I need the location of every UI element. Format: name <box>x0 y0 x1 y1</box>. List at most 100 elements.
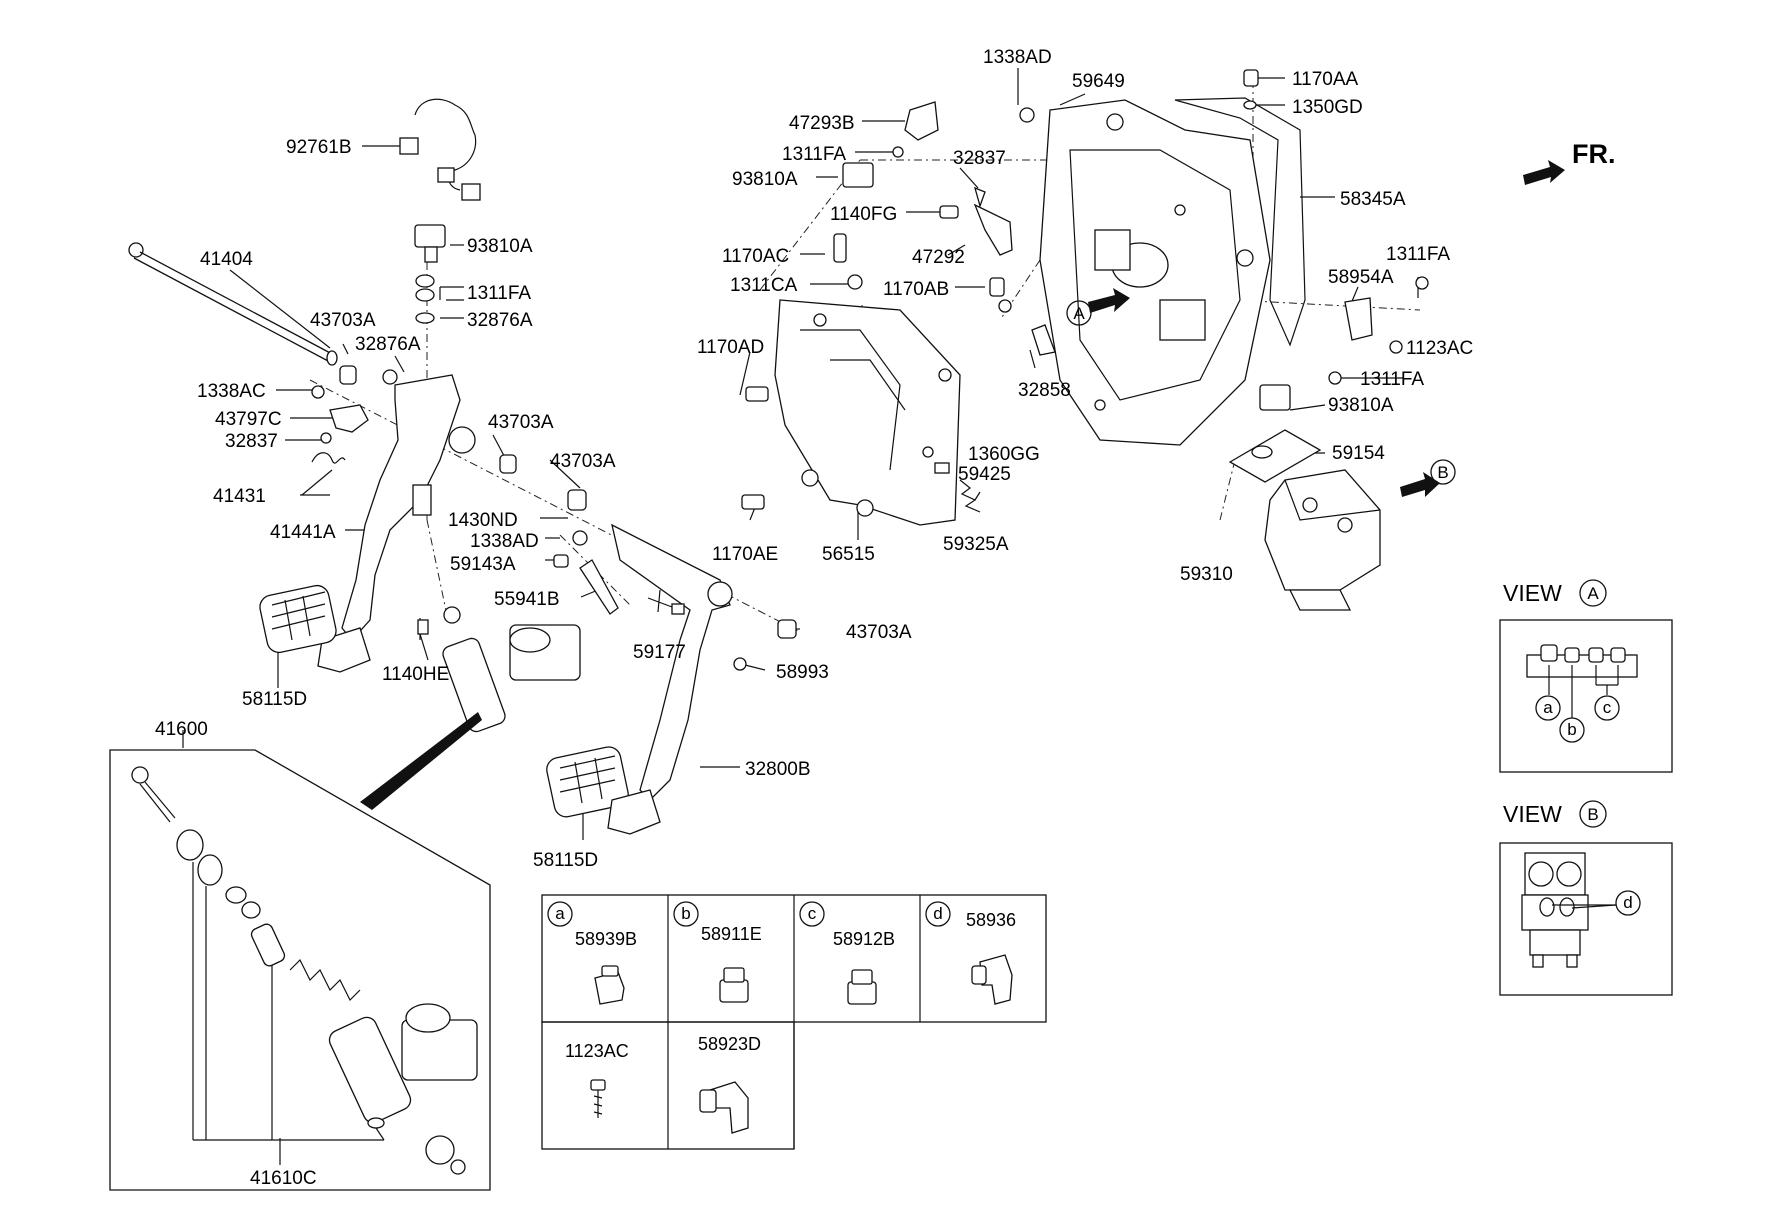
label-32858: 32858 <box>1018 380 1071 401</box>
fitting-table: a 58939B b 58911E c 58912B d 58936 <box>541 894 1047 1150</box>
view-a-arrow <box>1088 288 1130 313</box>
label-1360GG: 1360GG <box>968 444 1040 465</box>
label-1311CA: 1311CA <box>730 275 798 296</box>
label-1123AC-1: 1123AC <box>1406 338 1473 359</box>
label-1430ND: 1430ND <box>448 510 518 531</box>
bracket-47292 <box>973 203 1013 256</box>
fr-arrow <box>1523 160 1565 185</box>
cell-letter-b: b <box>681 904 690 923</box>
clip-32837-2 <box>974 186 986 209</box>
label-47293B: 47293B <box>789 113 855 134</box>
bracket-58954A <box>1344 297 1373 341</box>
switch-93810A-3 <box>1259 384 1291 411</box>
spring-59325A <box>959 479 981 513</box>
label-59310: 59310 <box>1180 564 1233 585</box>
bolt-1123AC <box>1389 340 1403 354</box>
bracket-47293B <box>904 101 939 141</box>
table-cell-58923D: 58923D <box>698 1034 761 1134</box>
table-cell-d: d 58936 <box>925 901 1016 1005</box>
label-1170AA: 1170AA <box>1292 69 1359 90</box>
clip-32837 <box>320 432 332 444</box>
label-59154: 59154 <box>1332 443 1385 464</box>
label-41610C: 41610C <box>250 1168 317 1189</box>
view-b-pointer-d: d <box>1623 893 1632 912</box>
front-direction-label: FR. <box>1572 139 1616 169</box>
view-a-pointer-a: a <box>1543 698 1553 717</box>
stopper-58993 <box>733 657 747 671</box>
label-93810A-1: 93810A <box>467 236 533 257</box>
wiring-harness-92761B <box>399 98 481 201</box>
label-93810A-3: 93810A <box>1328 395 1394 416</box>
nut-1311FA-2 <box>892 146 904 158</box>
mounting-panel-59649 <box>1039 99 1271 446</box>
stopper-59425 <box>934 462 950 474</box>
label-58954A: 58954A <box>1328 267 1394 288</box>
label-1170AC: 1170AC <box>722 246 789 267</box>
lever-55941B <box>579 559 619 615</box>
label-56515: 56515 <box>822 544 875 565</box>
table-cell-c: c 58912B <box>799 901 895 1005</box>
label-59649: 59649 <box>1072 71 1125 92</box>
view-a-title: VIEW <box>1503 580 1562 606</box>
table-cell-a: a 58939B <box>547 901 637 1005</box>
pin-32876A <box>382 369 398 385</box>
nuts-1311FA <box>415 274 435 302</box>
label-93810A-2: 93810A <box>732 169 798 190</box>
clutch-master-cylinder-small <box>417 606 581 733</box>
cell-part-1123AC: 1123AC <box>565 1041 629 1061</box>
label-59177: 59177 <box>633 642 686 663</box>
callout-b-letter: B <box>1437 463 1448 482</box>
view-a-detail: VIEW A a b c <box>1499 579 1673 773</box>
view-a-pointer-c: c <box>1603 698 1612 717</box>
cell-part-58911E: 58911E <box>701 924 762 944</box>
label-1170AD: 1170AD <box>697 337 764 358</box>
label-41600: 41600 <box>155 719 208 740</box>
label-58115D-2: 58115D <box>533 850 598 871</box>
washer-32876A <box>415 312 435 324</box>
label-59325A: 59325A <box>943 534 1009 555</box>
label-1140FG: 1140FG <box>830 204 897 225</box>
label-32876A-2: 32876A <box>355 334 421 355</box>
cell-letter-c: c <box>808 904 817 923</box>
label-41441A: 41441A <box>270 522 336 543</box>
callout-a-circle <box>1066 300 1092 326</box>
nut-1311FA-4 <box>1328 371 1342 385</box>
inset-master-cylinder-41600 <box>109 749 491 1191</box>
nut-1338AD-2 <box>1019 107 1035 123</box>
label-1311FA-4: 1311FA <box>1360 369 1424 390</box>
callout-b-circle <box>1430 459 1456 485</box>
bushing-43703A-1 <box>339 365 357 385</box>
label-1338AC: 1338AC <box>197 381 266 402</box>
label-32837-1: 32837 <box>225 431 278 452</box>
label-58115D-1: 58115D <box>242 689 307 710</box>
cell-letter-a: a <box>555 904 565 923</box>
label-1311FA-3: 1311FA <box>1386 244 1450 265</box>
label-43703A-2: 43703A <box>488 412 554 433</box>
cell-letter-d: d <box>933 904 942 923</box>
part-labels: 92761B 93810A 41404 1311FA 32876A 43703A… <box>155 47 1616 1189</box>
brake-pedal-32800B <box>607 523 733 835</box>
callout-a-letter: A <box>1073 304 1085 323</box>
label-41404: 41404 <box>200 249 253 270</box>
view-b-title: VIEW <box>1503 801 1562 827</box>
label-1311FA-1: 1311FA <box>467 283 531 304</box>
label-32837-2: 32837 <box>953 148 1006 169</box>
bushing-43703A-4 <box>777 619 797 639</box>
label-41431: 41431 <box>213 486 266 507</box>
label-1338AD-1: 1338AD <box>470 531 539 552</box>
nut-1338AD <box>572 530 588 546</box>
label-1311FA-2: 1311FA <box>782 144 846 165</box>
table-cell-b: b 58911E <box>673 901 762 1003</box>
bolt-1170AA <box>1243 69 1259 87</box>
return-spring-41431 <box>311 452 346 464</box>
view-a-pointer-b: b <box>1567 720 1576 739</box>
label-1170AE: 1170AE <box>712 544 778 565</box>
pedal-bracket-56515 <box>774 299 961 526</box>
bushing-43703A-3 <box>567 489 587 511</box>
switch-93810A-2 <box>842 162 874 188</box>
label-58993: 58993 <box>776 662 829 683</box>
label-55941B: 55941B <box>494 589 560 610</box>
nut-1338AC <box>311 385 325 399</box>
label-43703A-4: 43703A <box>846 622 912 643</box>
view-b-detail: VIEW B d <box>1499 800 1673 996</box>
